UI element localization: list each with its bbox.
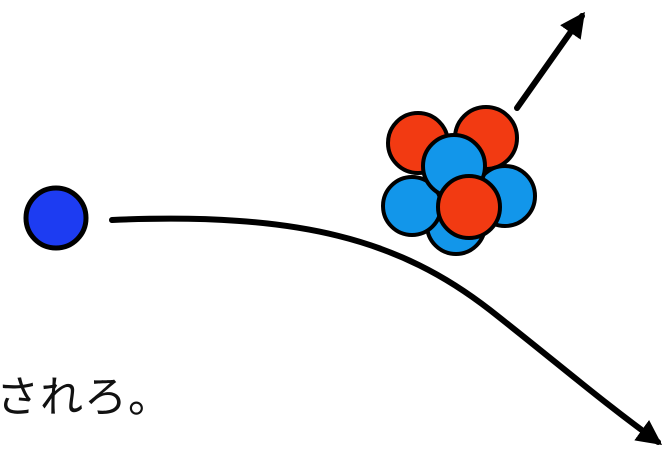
incoming-particle: [23, 185, 89, 251]
nucleus: [381, 105, 537, 256]
recoil-arrow: [514, 11, 585, 111]
deflected-trajectory: [109, 215, 663, 445]
caption-text: されろ。: [0, 373, 172, 423]
nucleon-proton: [436, 174, 502, 240]
